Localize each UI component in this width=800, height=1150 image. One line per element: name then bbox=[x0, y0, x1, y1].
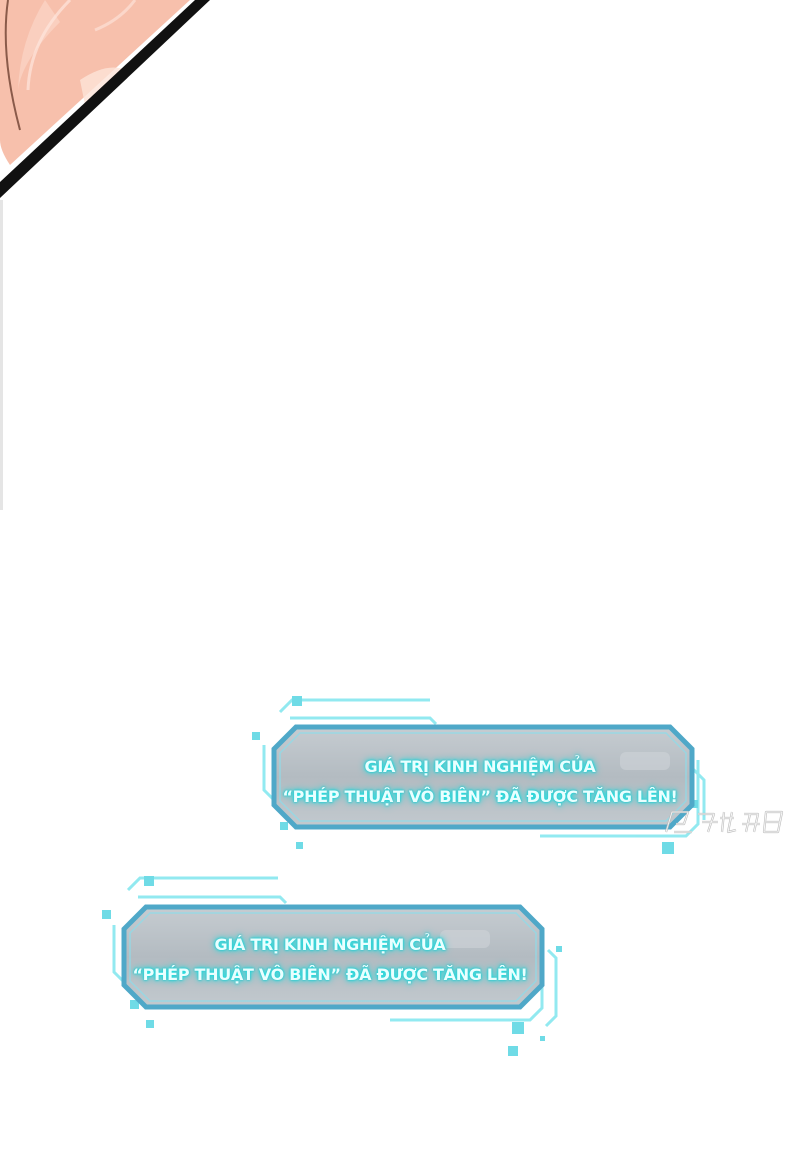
notification-1-line-2: “PHÉP THUẬT VÔ BIÊN” ĐÃ ĐƯỢC TĂNG LÊN! bbox=[282, 787, 678, 806]
notification-panel-1 bbox=[252, 696, 706, 854]
notification-1-line-1: GIÁ TRỊ KINH NGHIỆM CỦA bbox=[364, 757, 596, 776]
panel-border-diagonal bbox=[0, 0, 210, 198]
logo-watermark bbox=[662, 806, 786, 836]
notification-panel-2 bbox=[102, 876, 562, 1056]
notification-2-line-1: GIÁ TRỊ KINH NGHIỆM CỦA bbox=[214, 935, 446, 954]
notification-1-text: GIÁ TRỊ KINH NGHIỆM CỦA “PHÉP THUẬT VÔ B… bbox=[270, 752, 690, 812]
watermark-logo-icon bbox=[664, 810, 784, 834]
notification-2-text: GIÁ TRỊ KINH NGHIỆM CỦA “PHÉP THUẬT VÔ B… bbox=[120, 930, 540, 990]
skin-drawing bbox=[0, 0, 210, 510]
panel-left-edge bbox=[0, 200, 3, 510]
notification-2-line-2: “PHÉP THUẬT VÔ BIÊN” ĐÃ ĐƯỢC TĂNG LÊN! bbox=[132, 965, 528, 984]
